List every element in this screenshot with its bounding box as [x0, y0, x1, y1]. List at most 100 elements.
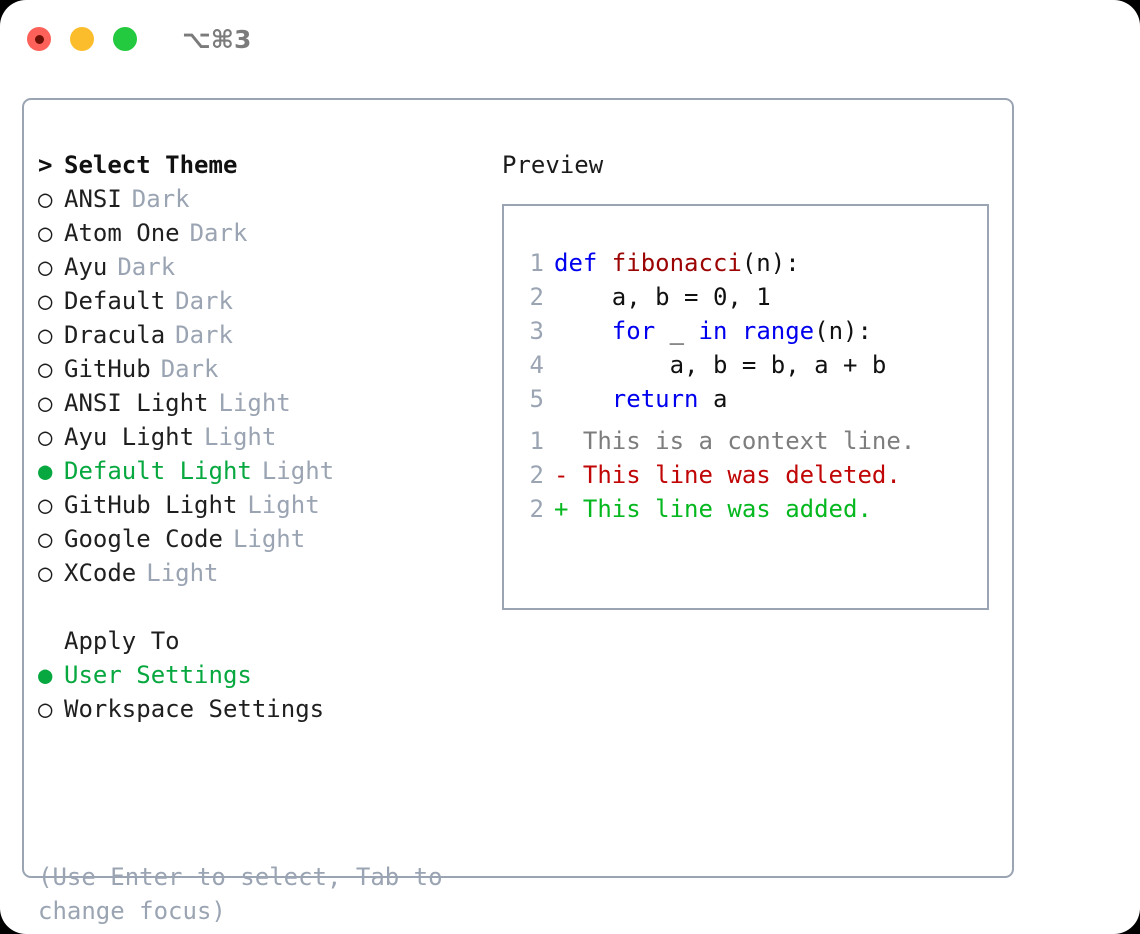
theme-option-label: Google Code [64, 525, 223, 553]
apply-to-options-list: ● User Settings ○ Workspace Settings [38, 658, 478, 726]
theme-variant-badge: Dark [131, 185, 190, 213]
theme-variant-badge: Light [247, 491, 320, 519]
code-token-kw: def [554, 249, 612, 277]
theme-option-label: XCode [64, 559, 137, 587]
diff-line: 1 This is a context line. [520, 424, 916, 458]
code-line: 4 a, b = b, a + b [520, 348, 887, 382]
zoom-button[interactable] [113, 27, 137, 51]
code-token-plain: a, b = 0, 1 [554, 283, 771, 311]
theme-option-label: Default [64, 287, 166, 315]
apply-to-option-label: Workspace Settings [64, 695, 325, 723]
theme-variant-badge: Light [261, 457, 335, 485]
diff-sign: - [554, 461, 583, 489]
apply-to-option-user-settings[interactable]: ● User Settings [38, 658, 478, 692]
theme-option-label: Dracula [64, 321, 166, 349]
theme-variant-badge: Light [146, 559, 219, 587]
code-line: 2 a, b = 0, 1 [520, 280, 886, 314]
radio-unselected-icon: ○ [38, 253, 53, 281]
radio-unselected-icon: ○ [38, 695, 53, 723]
diff-line: 2 + This line was added. [520, 492, 915, 526]
radio-unselected-icon: ○ [38, 389, 53, 417]
code-token-kw: return [554, 385, 699, 413]
code-line-number: 1 [529, 249, 544, 277]
radio-unselected-icon: ○ [38, 525, 53, 553]
apply-to-option-label: User Settings [64, 661, 252, 689]
theme-option-ayu-light[interactable]: ○ Ayu Light Light [38, 420, 478, 454]
code-token-plain: a [698, 385, 728, 413]
theme-option-xcode[interactable]: ○ XCode Light [38, 556, 478, 590]
theme-variant-badge: Light [232, 525, 306, 553]
apply-to-header: ○Apply To [38, 624, 478, 658]
minimize-button[interactable] [70, 27, 94, 51]
apply-to-header-label: Apply To [64, 627, 180, 655]
theme-option-label: Ayu [64, 253, 108, 281]
apply-to-marker-placeholder: ○ [38, 624, 64, 658]
diff-sample: 1 This is a context line.2- This line wa… [520, 424, 916, 526]
diff-text: This is a context line. [582, 427, 916, 455]
theme-variant-badge: Dark [160, 355, 219, 383]
caret-icon: > [38, 151, 53, 179]
code-line-number: 3 [529, 317, 544, 345]
radio-selected-icon: ● [38, 661, 53, 689]
theme-option-dracula[interactable]: ○ Dracula Dark [38, 318, 478, 352]
code-token-plain: (n): [741, 249, 800, 277]
theme-option-label: Ayu Light [64, 423, 195, 451]
window-titlebar: ⌥⌘3 [0, 0, 1140, 78]
radio-unselected-icon: ○ [38, 423, 53, 451]
close-button[interactable] [27, 27, 51, 51]
code-line-number: 4 [529, 351, 544, 379]
theme-variant-badge: Light [204, 423, 277, 451]
apply-to-option-workspace-settings[interactable]: ○ Workspace Settings [38, 692, 478, 726]
diff-text: This line was deleted. [582, 461, 901, 489]
code-token-kw: for [554, 317, 656, 345]
code-line: 3 for _ in range(n): [520, 314, 886, 348]
theme-option-label: Atom One [64, 219, 180, 247]
theme-variant-badge: Dark [175, 287, 233, 315]
radio-unselected-icon: ○ [38, 559, 53, 587]
theme-variant-badge: Dark [189, 219, 248, 247]
code-token-plain: a, b = b, a + b [554, 351, 887, 379]
section-spacer [38, 590, 478, 624]
theme-option-label: GitHub [64, 355, 151, 383]
diff-line-number: 2 [529, 495, 544, 523]
code-token-plain: (n): [814, 317, 872, 345]
code-token-kw: in [698, 317, 742, 345]
keyboard-hint-text: (Use Enter to select, Tab to change focu… [38, 863, 458, 925]
select-theme-header: > Select Theme [38, 148, 478, 182]
diff-sign [554, 427, 583, 455]
select-theme-header-label: Select Theme [64, 151, 238, 179]
code-token-kw: range [741, 317, 815, 345]
diff-line-number: 1 [529, 427, 544, 455]
diff-text: This line was added. [582, 495, 872, 523]
code-token-plain: _ [655, 317, 699, 345]
diff-line-number: 2 [529, 461, 544, 489]
theme-option-default[interactable]: ○ Default Dark [38, 284, 478, 318]
radio-unselected-icon: ○ [38, 321, 53, 349]
theme-option-label: GitHub Light [64, 491, 238, 519]
window-title: ⌥⌘3 [182, 24, 252, 54]
code-line: 5 return a [520, 382, 886, 416]
theme-option-google-code[interactable]: ○ Google Code Light [38, 522, 478, 556]
theme-variant-badge: Dark [175, 321, 233, 349]
radio-unselected-icon: ○ [38, 287, 53, 315]
traffic-light-group [27, 27, 137, 51]
code-line-number: 5 [529, 385, 544, 413]
diff-sign: + [554, 495, 583, 523]
theme-option-label: Default Light [64, 457, 252, 485]
radio-unselected-icon: ○ [38, 185, 53, 213]
diff-line: 2- This line was deleted. [520, 458, 915, 492]
preview-title: Preview [502, 151, 604, 179]
